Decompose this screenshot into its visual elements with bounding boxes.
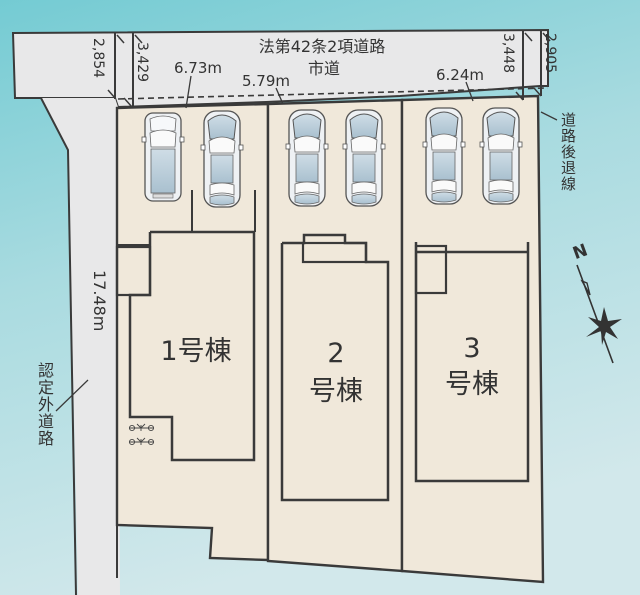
car-lot3-sedan-b (479, 107, 523, 205)
frontage-lot1: 6.73m (174, 59, 222, 77)
setback-line-label: 道路後退線 (559, 112, 577, 192)
building-3-number: 3 (463, 333, 480, 364)
lot-3 (400, 94, 545, 584)
building-2-suffix: 号棟 (309, 376, 363, 407)
left-road (15, 98, 120, 595)
compass-north-label: N (570, 240, 590, 264)
building-3 (414, 242, 530, 483)
building-3-suffix: 号棟 (445, 369, 499, 400)
setback-line (117, 87, 549, 100)
dim-right-outer: 2,905 (542, 33, 558, 73)
dim-right-inner: 3,448 (500, 33, 516, 73)
left-road-label: 認定外道路 (35, 362, 54, 447)
top-road-label-2: 市道 (308, 59, 340, 78)
dim-left-outer: 2,854 (90, 38, 106, 78)
lot-1 (115, 102, 270, 562)
building-1-label: 1号棟 (160, 336, 231, 367)
car-lot1-minivan (141, 112, 185, 202)
frontage-lot2: 5.79m (242, 72, 290, 90)
car-lot2-sedan-a (285, 109, 329, 207)
dim-left-inner: 3,429 (134, 42, 150, 82)
building-1-annex (115, 245, 152, 297)
left-road-length: 17.48m (90, 270, 109, 331)
compass-icon (576, 264, 622, 364)
building-2-number: 2 (327, 338, 344, 369)
car-lot1-sedan (200, 110, 244, 208)
top-road-label-1: 法第42条2項道路 (259, 37, 386, 56)
car-lot3-sedan-a (422, 107, 466, 205)
frontage-lot3: 6.24m (436, 66, 484, 84)
car-lot2-sedan-b (342, 109, 386, 207)
